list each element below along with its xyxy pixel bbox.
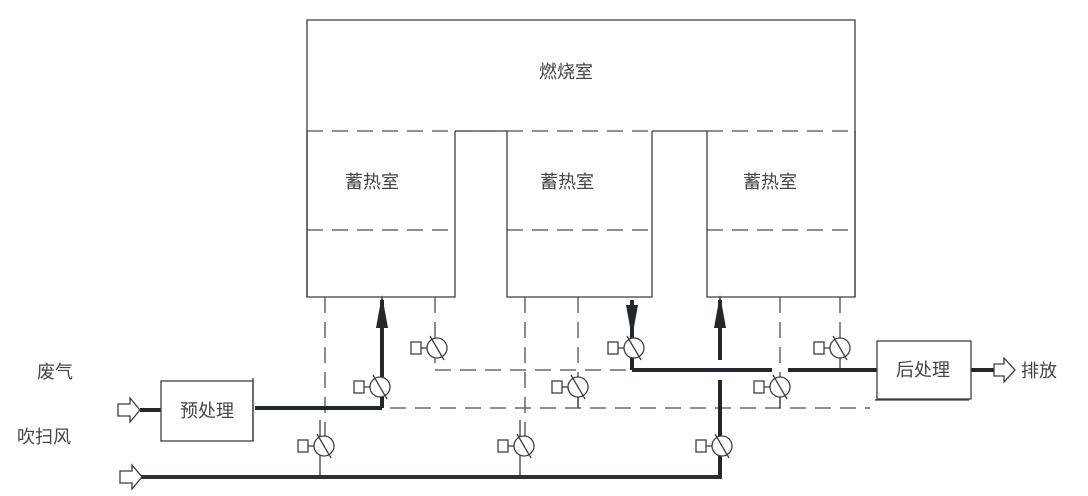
- valve-icon[interactable]: [813, 335, 851, 361]
- active-flow-pipes: [140, 300, 994, 479]
- combustion-chamber: 燃烧室: [306, 19, 856, 297]
- valve-icon[interactable]: [607, 335, 645, 361]
- waste-gas-label: 废气: [37, 362, 73, 383]
- pretreatment-label: 预处理: [180, 401, 234, 422]
- exhaust-label: 排放: [1021, 361, 1057, 382]
- valve-icon[interactable]: [753, 374, 791, 400]
- regenerator-label-3: 蓄热室: [743, 172, 797, 193]
- pretreatment-unit: 预处理: [160, 378, 254, 442]
- regenerator-chamber-2: 蓄热室: [506, 130, 653, 298]
- valve-icon[interactable]: [297, 433, 335, 459]
- flow-arrow-icon-up-1: [376, 295, 388, 328]
- flow-arrow-icon-down-2: [626, 305, 638, 338]
- valves: [297, 335, 851, 459]
- posttreatment-unit: 后处理: [875, 340, 972, 401]
- valve-icon[interactable]: [551, 374, 589, 400]
- hollow-arrow-icon-exhaust-outlet: [993, 356, 1016, 384]
- regenerator-label-2: 蓄热室: [540, 172, 594, 193]
- pipe-stubs: [319, 355, 841, 477]
- valve-icon[interactable]: [410, 335, 448, 361]
- posttreatment-label: 后处理: [896, 360, 950, 381]
- flow-arrow-icon-up-3: [714, 295, 726, 328]
- purge-air-label: 吹扫风: [17, 427, 71, 448]
- valve-icon[interactable]: [695, 433, 733, 459]
- hollow-arrow-icon-purge-air-inlet: [119, 463, 143, 491]
- regenerator-chamber-1: 蓄热室: [306, 130, 456, 298]
- regenerator-chamber-3: 蓄热室: [706, 130, 856, 298]
- valve-icon[interactable]: [497, 433, 535, 459]
- hollow-arrow-icon-waste-gas-inlet: [117, 396, 141, 424]
- valve-icon[interactable]: [353, 374, 391, 400]
- flow-arrows: [376, 295, 726, 338]
- regenerator-label-1: 蓄热室: [345, 172, 399, 193]
- combustion-chamber-label: 燃烧室: [539, 62, 593, 83]
